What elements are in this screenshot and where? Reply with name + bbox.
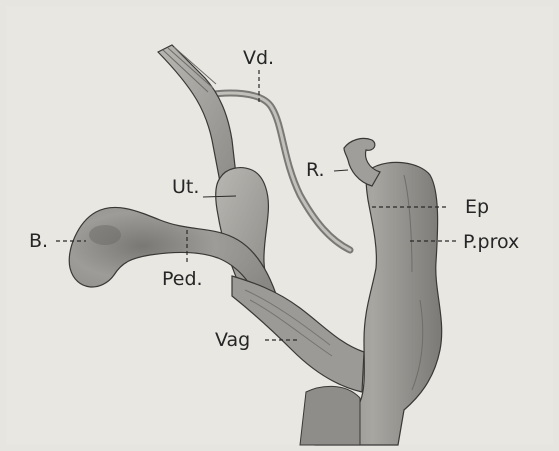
label-vag: Vag — [215, 329, 250, 351]
label-ped: Ped. — [162, 268, 203, 290]
label-vd: Vd. — [243, 47, 274, 69]
label-p-prox: P.prox — [463, 231, 519, 253]
label-ut: Ut. — [172, 176, 199, 198]
label-r: R. — [306, 159, 325, 181]
label-b: B. — [29, 230, 48, 252]
body-base — [300, 386, 360, 445]
label-ep: Ep — [465, 196, 489, 218]
